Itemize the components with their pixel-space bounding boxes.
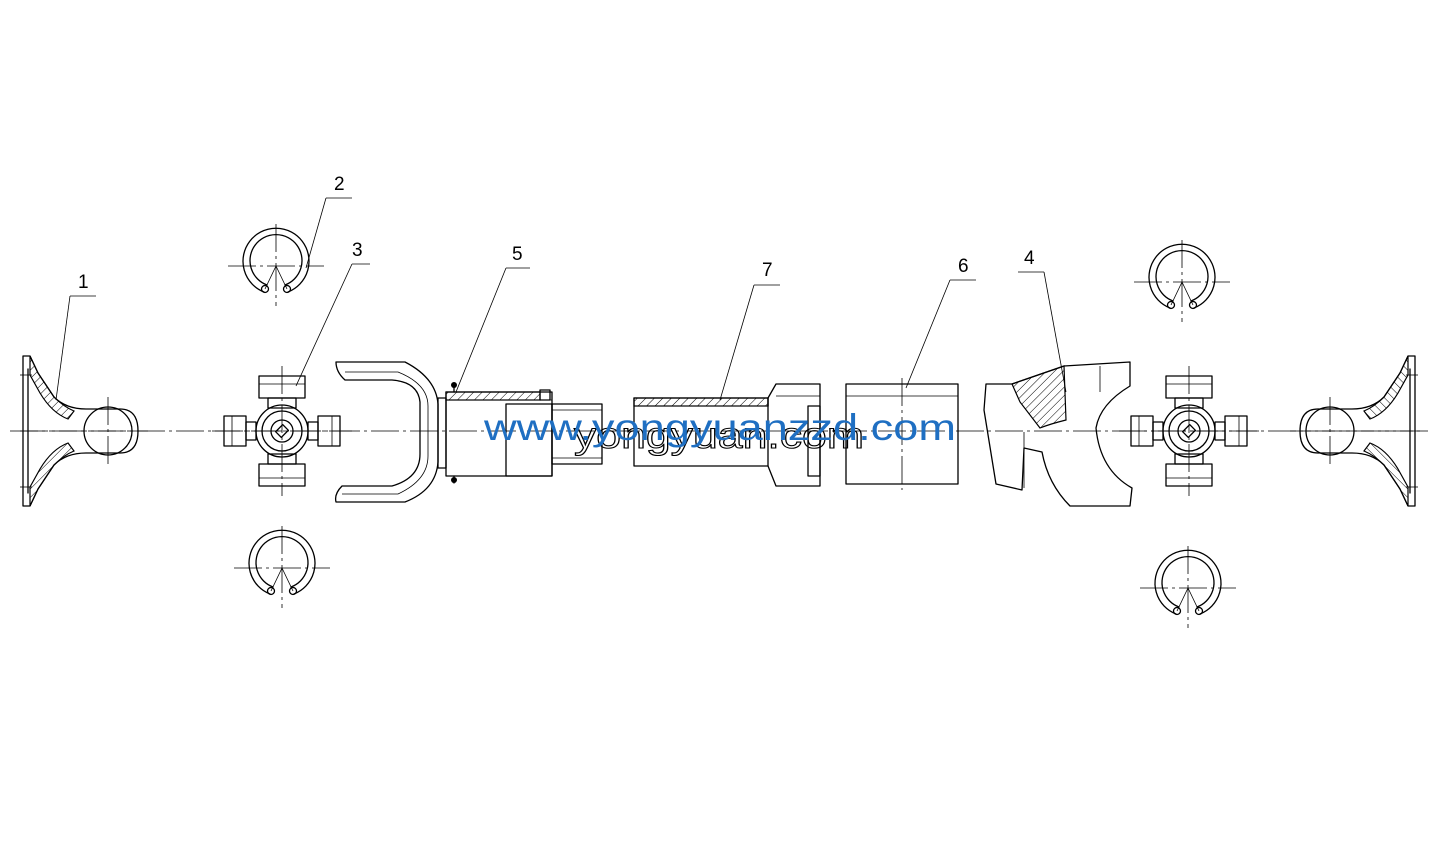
circlip-bottom-left xyxy=(233,525,331,609)
cross-journal-left xyxy=(211,365,353,497)
shaft-tube xyxy=(633,383,821,487)
circlip-bottom-right xyxy=(1139,545,1237,629)
callout-2: 2 xyxy=(334,174,345,195)
callout-leaders xyxy=(55,197,1067,401)
tube-sleeve xyxy=(845,378,959,490)
watermark-text: www.yongyuanzzd.com xyxy=(483,407,956,448)
weld-yoke xyxy=(983,361,1133,507)
callout-4: 4 xyxy=(1024,248,1035,269)
callout-7: 7 xyxy=(762,260,773,281)
callout-5: 5 xyxy=(512,244,523,265)
callout-3: 3 xyxy=(352,240,363,261)
callout-6: 6 xyxy=(958,256,969,277)
slip-yoke xyxy=(334,361,603,503)
watermark-overlay: yongyuan.com xyxy=(574,415,864,456)
callout-1: 1 xyxy=(78,272,89,293)
circlip-top-left xyxy=(227,223,325,307)
circlip-top-right xyxy=(1133,239,1231,323)
cross-journal-right xyxy=(1118,365,1260,497)
